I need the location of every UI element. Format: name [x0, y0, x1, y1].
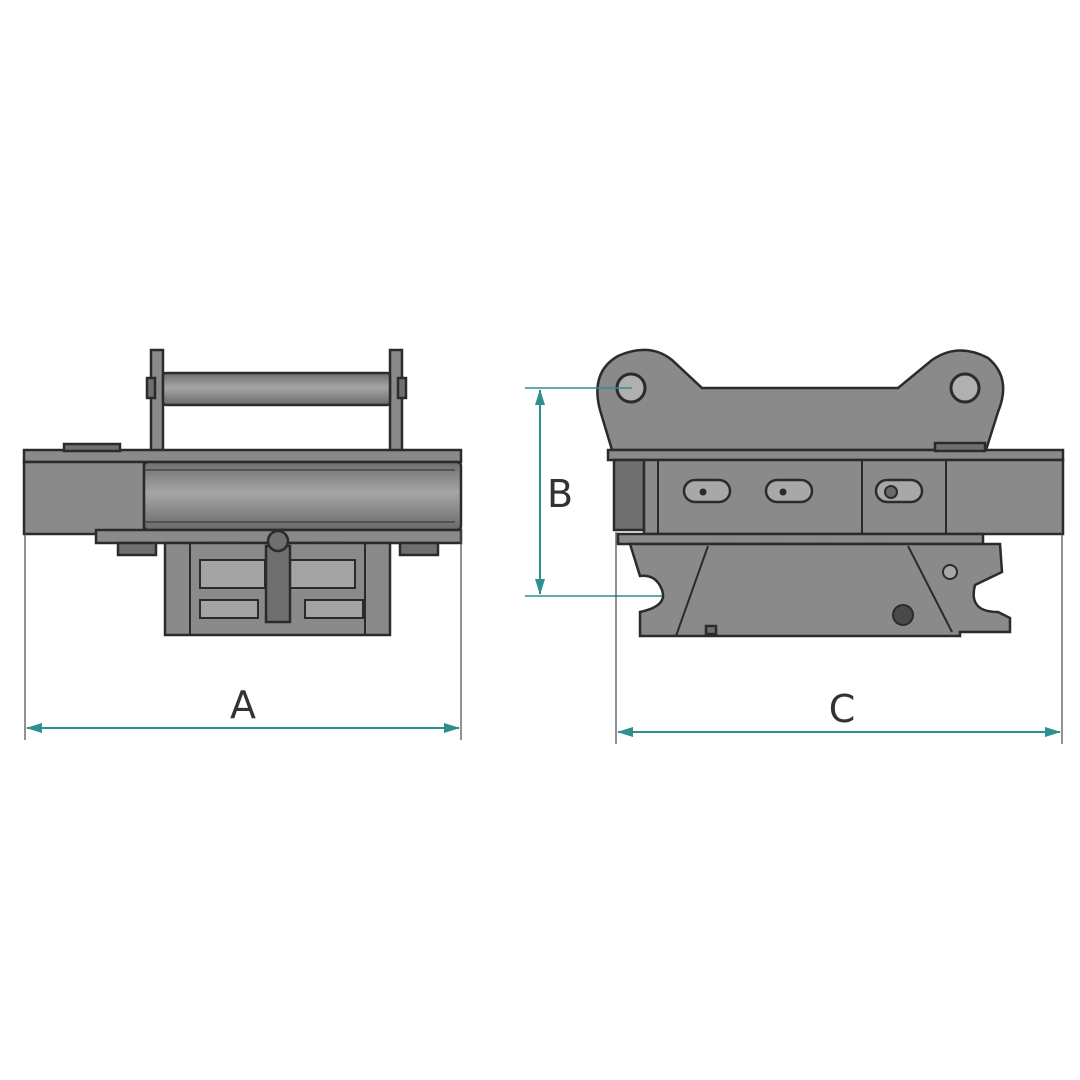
coupler-cylinder-right: [289, 559, 356, 589]
side-base-plate: [616, 532, 985, 546]
front-view: [22, 348, 463, 637]
side-block-left: [22, 460, 146, 536]
pin-cap-left: [145, 376, 157, 400]
rotator-ring: [142, 460, 463, 532]
coupler-cylinder-left: [199, 559, 266, 589]
bolt-left-1: [116, 541, 158, 557]
pin-cap-right: [396, 376, 408, 400]
dim-a-label: A: [230, 683, 256, 727]
dimension-b: B: [525, 387, 662, 597]
coupler-diagonal-left: [675, 545, 709, 637]
side-coupler-body: [628, 542, 1012, 638]
slot-3: [874, 478, 924, 504]
dimension-c: C: [615, 532, 1063, 744]
center-fitting: [266, 529, 290, 553]
mounting-bracket: [596, 348, 1005, 452]
coupler-diagonal-right: [907, 545, 953, 633]
bolt-right-1: [398, 541, 440, 557]
dim-c-label: C: [829, 687, 856, 731]
side-top-nut: [933, 441, 987, 453]
dim-b-label: B: [547, 472, 573, 516]
coupler-block-left: [199, 599, 259, 619]
slot-2-bolt: [779, 488, 787, 496]
dimension-a: A: [24, 530, 462, 740]
pin-hole-right: [949, 372, 981, 404]
coupler-block-right: [304, 599, 364, 619]
coupler-center-rod: [264, 544, 292, 624]
bracket-post-right: [388, 348, 404, 456]
coupler-fitting: [892, 604, 914, 626]
coupler-pin-hole: [942, 564, 958, 580]
bracket-pin: [161, 371, 392, 407]
side-motor-block: [612, 458, 646, 532]
slot-1-bolt: [699, 488, 707, 496]
side-view: [596, 348, 1065, 638]
slot-1: [682, 478, 732, 504]
side-top-plate: [606, 448, 1065, 462]
slot-3-fitting: [884, 485, 898, 499]
slot-2: [764, 478, 814, 504]
top-nut: [62, 442, 122, 453]
coupler-tab: [704, 624, 718, 636]
bracket-post-left: [149, 348, 165, 456]
